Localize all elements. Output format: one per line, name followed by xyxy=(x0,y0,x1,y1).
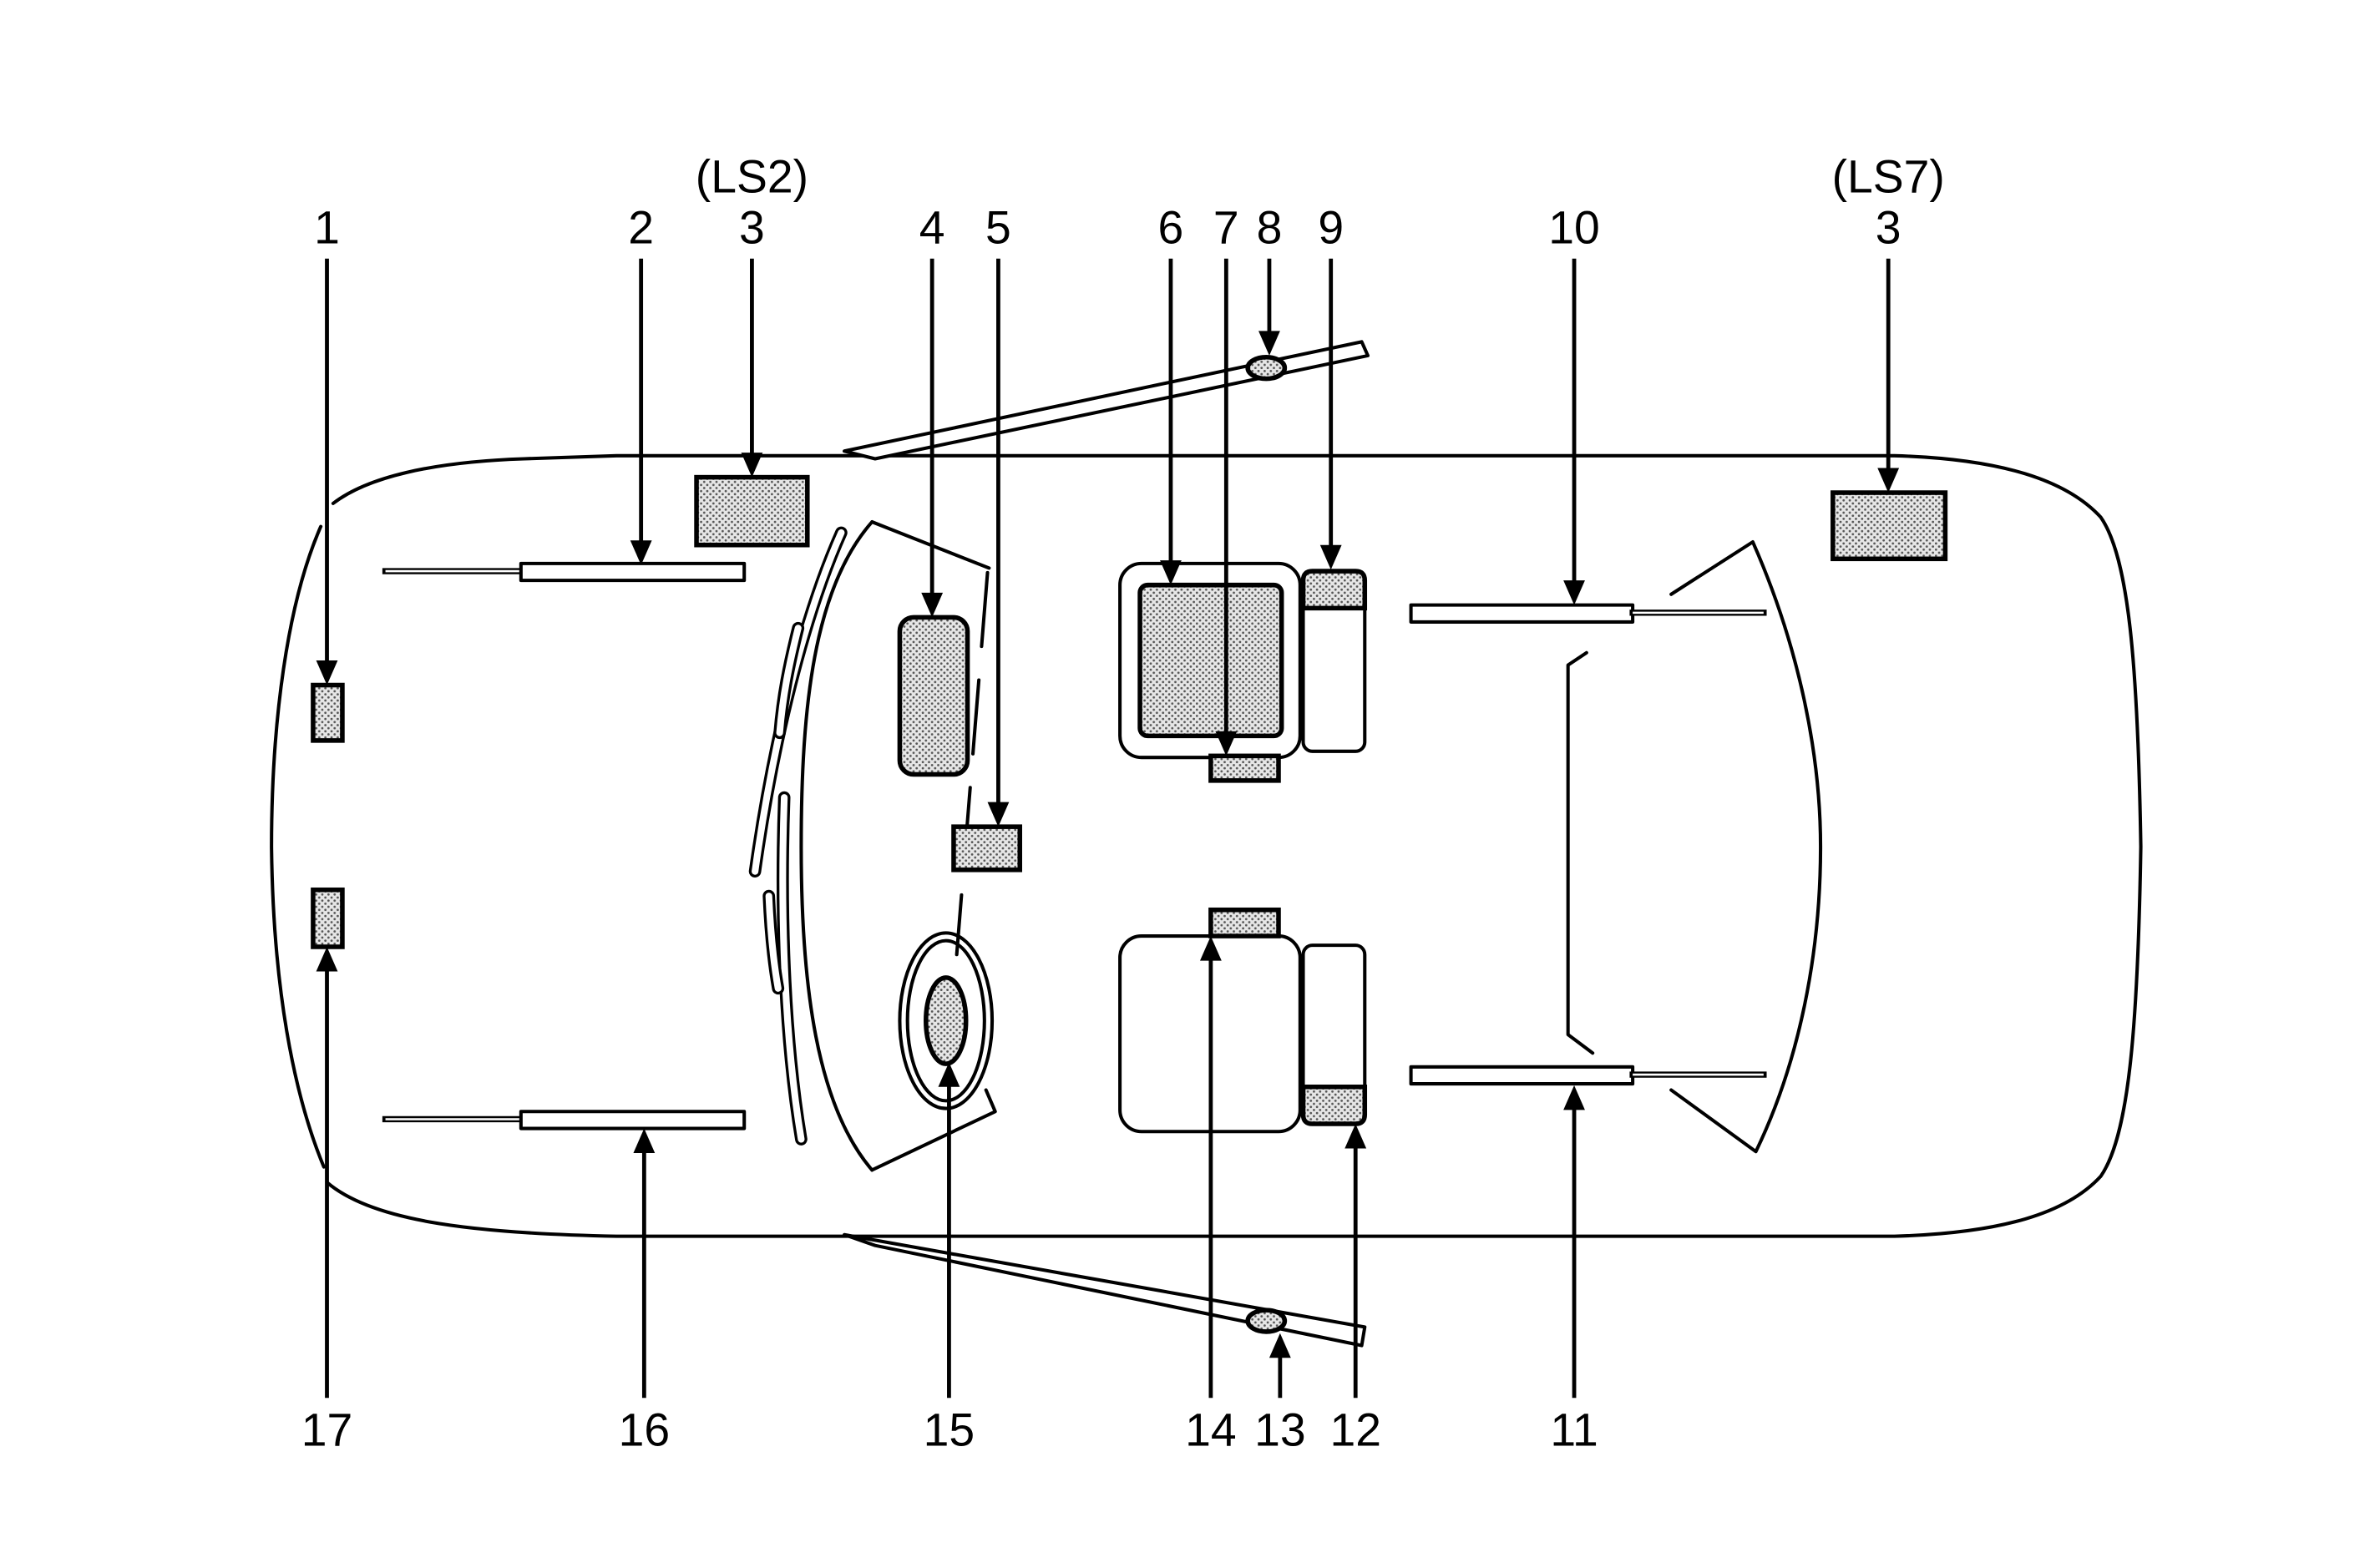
callout-1-arrow xyxy=(316,258,338,685)
component-8-mirror-module xyxy=(1245,355,1288,382)
callout-label-3-ls2: 3 xyxy=(739,201,765,253)
component-14-seat-switch xyxy=(1208,907,1281,938)
component-5-module xyxy=(951,824,1023,873)
callout-8-arrow xyxy=(1258,258,1280,356)
callout-label-14: 14 xyxy=(1185,1404,1237,1455)
front-left-rod xyxy=(382,561,747,583)
variant-label-ls7: (LS7) xyxy=(1832,150,1945,202)
rear-window xyxy=(1566,540,1823,1154)
component-7-seat-switch xyxy=(1208,753,1281,783)
rear-left-rod xyxy=(1409,603,1767,624)
callout-13-arrow xyxy=(1268,1333,1291,1399)
callout-15-arrow xyxy=(938,1062,960,1399)
callout-2-arrow xyxy=(630,258,652,565)
callout-label-8: 8 xyxy=(1257,201,1283,253)
left-side-mirror xyxy=(843,340,1370,461)
callout-label-9: 9 xyxy=(1318,201,1344,253)
callout-label-15: 15 xyxy=(924,1404,975,1455)
callout-label-3-ls7: 3 xyxy=(1876,201,1901,253)
component-13-mirror-module xyxy=(1245,1308,1288,1334)
callout-label-13: 13 xyxy=(1254,1404,1306,1455)
component-1-module xyxy=(311,682,345,743)
callout-17-arrow xyxy=(316,946,338,1399)
callout-label-2: 2 xyxy=(628,201,654,253)
callout-4-arrow xyxy=(921,258,944,618)
callout-12-arrow xyxy=(1344,1124,1367,1399)
windshield-wipers xyxy=(748,526,848,1146)
body-outline xyxy=(325,453,2143,1238)
callout-9-arrow xyxy=(1319,258,1342,570)
callout-7-arrow xyxy=(1215,258,1238,756)
front-bumper-outline xyxy=(270,524,326,1169)
component-4-instrument-module xyxy=(897,615,970,777)
component-17-module xyxy=(311,887,345,949)
component-6-seat-module xyxy=(1137,582,1284,739)
right-side-mirror xyxy=(843,1232,1367,1348)
driver-seat xyxy=(1118,561,1368,783)
callout-label-17: 17 xyxy=(301,1404,353,1455)
callout-label-6: 6 xyxy=(1158,201,1184,253)
windshield xyxy=(799,520,997,1172)
callout-label-16: 16 xyxy=(619,1404,671,1455)
callout-label-4: 4 xyxy=(919,201,945,253)
passenger-seat xyxy=(1118,907,1368,1134)
variant-label-ls2: (LS2) xyxy=(696,150,808,202)
callout-16-arrow xyxy=(633,1128,656,1399)
callout-5-arrow xyxy=(987,258,1010,827)
callout-14-arrow xyxy=(1199,936,1222,1399)
callout-3-ls2-arrow xyxy=(741,258,763,478)
component-3-ls7-module xyxy=(1831,490,1948,562)
callout-label-7: 7 xyxy=(1213,201,1239,253)
callout-label-12: 12 xyxy=(1329,1404,1381,1455)
callout-label-10: 10 xyxy=(1548,201,1600,253)
callout-label-11: 11 xyxy=(1550,1404,1598,1455)
component-15-steering-wheel-module xyxy=(924,975,969,1066)
callout-3-ls7-arrow xyxy=(1877,258,1900,493)
component-9-seatback-module xyxy=(1300,569,1368,611)
callout-10-arrow xyxy=(1563,258,1585,605)
callout-label-5: 5 xyxy=(985,201,1011,253)
component-12-seatback-module xyxy=(1300,1085,1368,1126)
component-3-ls2-module xyxy=(694,474,810,548)
vehicle-body xyxy=(270,453,2143,1238)
callout-label-1: 1 xyxy=(314,201,340,253)
callout-11-arrow xyxy=(1563,1085,1585,1399)
steering-wheel xyxy=(898,931,995,1110)
callout-6-arrow xyxy=(1160,258,1182,585)
rear-right-rod xyxy=(1409,1065,1767,1086)
front-right-rod xyxy=(382,1110,747,1131)
